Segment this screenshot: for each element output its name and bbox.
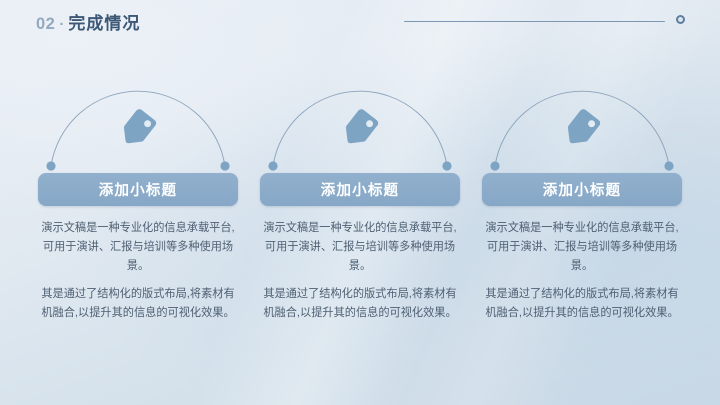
- content-column: 添加小标题 演示文稿是一种专业化的信息承载平台,可用于演讲、汇报与培训等多种使用…: [482, 88, 682, 323]
- column-body: 演示文稿是一种专业化的信息承载平台,可用于演讲、汇报与培训等多种使用场景。 其是…: [260, 219, 460, 323]
- subtitle-card[interactable]: 添加小标题: [260, 173, 460, 206]
- arc-zone: [482, 88, 682, 173]
- price-tag-icon: [567, 107, 601, 144]
- title-separator-dot: ·: [59, 16, 65, 33]
- arc-end-dot-right: [220, 161, 230, 171]
- arc-zone: [38, 88, 238, 173]
- subtitle-label: 添加小标题: [320, 183, 400, 199]
- arc-connector-icon: [268, 90, 452, 171]
- content-column: 添加小标题 演示文稿是一种专业化的信息承载平台,可用于演讲、汇报与培训等多种使用…: [38, 88, 238, 323]
- arc-end-dot-left: [268, 161, 278, 171]
- body-paragraph: 其是通过了结构化的版式布局,将素材有机融合,以提升其的信息的可视化效果。: [41, 288, 235, 319]
- subtitle-label: 添加小标题: [542, 183, 622, 199]
- slide-header: 02 · 完成情况: [0, 0, 720, 44]
- page-title: 02 · 完成情况: [36, 9, 140, 34]
- content-column: 添加小标题 演示文稿是一种专业化的信息承载平台,可用于演讲、汇报与培训等多种使用…: [260, 88, 460, 323]
- price-tag-icon: [345, 107, 379, 144]
- content-columns: 添加小标题 演示文稿是一种专业化的信息承载平台,可用于演讲、汇报与培训等多种使用…: [0, 88, 720, 323]
- arc-end-dot-right: [442, 161, 452, 171]
- arc-connector-icon: [46, 90, 230, 171]
- body-paragraph: 演示文稿是一种专业化的信息承载平台,可用于演讲、汇报与培训等多种使用场景。: [485, 222, 679, 272]
- arc-zone: [260, 88, 460, 173]
- subtitle-card[interactable]: 添加小标题: [482, 173, 682, 206]
- subtitle-card[interactable]: 添加小标题: [38, 173, 238, 206]
- body-paragraph: 其是通过了结构化的版式布局,将素材有机融合,以提升其的信息的可视化效果。: [263, 288, 457, 319]
- body-paragraph: 演示文稿是一种专业化的信息承载平台,可用于演讲、汇报与培训等多种使用场景。: [263, 222, 457, 272]
- price-tag-icon: [123, 107, 157, 144]
- arc-end-dot-left: [46, 161, 56, 171]
- body-paragraph: 演示文稿是一种专业化的信息承载平台,可用于演讲、汇报与培训等多种使用场景。: [41, 222, 235, 272]
- column-body: 演示文稿是一种专业化的信息承载平台,可用于演讲、汇报与培训等多种使用场景。 其是…: [482, 219, 682, 323]
- arc-end-dot-right: [664, 161, 674, 171]
- column-body: 演示文稿是一种专业化的信息承载平台,可用于演讲、汇报与培训等多种使用场景。 其是…: [38, 219, 238, 323]
- subtitle-label: 添加小标题: [98, 183, 178, 199]
- arc-end-dot-left: [490, 161, 500, 171]
- arc-connector-icon: [490, 90, 674, 171]
- section-number: 02: [36, 15, 56, 33]
- header-rule-line: [404, 21, 665, 23]
- body-paragraph: 其是通过了结构化的版式布局,将素材有机融合,以提升其的信息的可视化效果。: [485, 288, 679, 319]
- section-title-text: 完成情况: [68, 14, 141, 33]
- ring-dot-icon: [676, 15, 685, 24]
